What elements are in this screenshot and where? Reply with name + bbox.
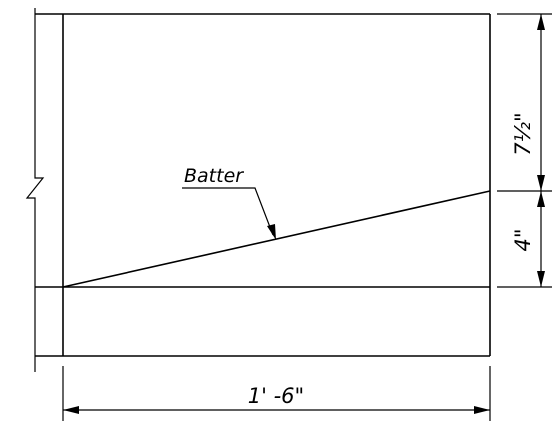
batter-leader (182, 187, 276, 240)
width-label: 1' -6" (248, 384, 304, 408)
horizontal-dimension (62, 366, 491, 421)
left-break-line (25, 8, 45, 372)
vertical-dimension (497, 13, 552, 288)
batter-label: Batter (184, 165, 244, 187)
batter-slope-line (62, 190, 491, 288)
height-lower-label: 4" (511, 228, 535, 251)
height-upper-label: 7½" (511, 112, 535, 155)
